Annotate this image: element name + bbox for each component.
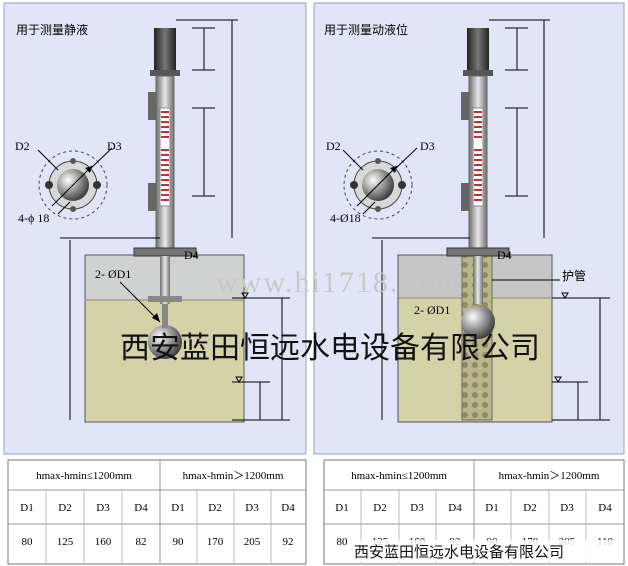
right-table-col-0: D1 (335, 502, 348, 514)
left-table-value-1: 125 (57, 536, 74, 548)
left-table-header-2: hmax-hmin＞1200mm (183, 470, 284, 482)
left-panel: 用于测量静液 D2 D3 4-ϕ 18 (3, 2, 307, 565)
right-d1-label: 2- ØD1 (414, 303, 450, 317)
right-table-col-7: D4 (598, 502, 612, 514)
left-table-value-5: 170 (207, 536, 224, 548)
left-table-value-6: 205 (244, 536, 261, 548)
right-title: 用于测量动液位 (324, 22, 408, 37)
left-d1-leader (119, 281, 161, 323)
left-table-col-3: D4 (134, 502, 148, 514)
watermark-company-footer: 西安蓝田恒远水电设备有限公司 (354, 543, 564, 561)
left-dimensions (60, 19, 290, 421)
left-d1-label: 2- ØD1 (95, 267, 131, 281)
left-table-col-4: D1 (171, 502, 184, 514)
left-table-value-7: 92 (283, 536, 294, 548)
left-d4-label: D4 (184, 248, 199, 262)
left-table-value-4: 90 (173, 536, 185, 548)
left-table-col-6: D3 (245, 502, 259, 514)
left-table-col-1: D2 (58, 502, 71, 514)
right-d4-label: D4 (497, 248, 512, 262)
right-table-col-6: D3 (560, 502, 574, 514)
right-level-marker-low (554, 376, 562, 383)
left-table-col-7: D4 (281, 502, 295, 514)
left-level-marker-high (241, 292, 249, 299)
right-table-col-4: D1 (485, 502, 498, 514)
right-d2-label: D2 (326, 139, 341, 153)
left-table-header-1: hmax-hmin≤1200mm (36, 470, 132, 482)
right-d3-label: D3 (420, 139, 435, 153)
right-flange-detail (342, 147, 418, 220)
watermark-company: 西安蓝田恒远水电设备有限公司 (120, 331, 540, 366)
right-guard-label: 护管 (562, 268, 586, 283)
left-d3-label: D3 (107, 139, 122, 153)
left-table-col-2: D3 (96, 502, 110, 514)
right-dimensions (372, 19, 610, 421)
watermark-site: www.hi1718.com (216, 266, 457, 299)
right-holes-label: 4-Ø18 (330, 211, 361, 225)
right-table-col-2: D3 (410, 502, 424, 514)
left-table-value-3: 82 (136, 536, 147, 548)
left-table-value-0: 80 (22, 536, 34, 548)
right-table-header-2: hmax-hmin＞1200mm (499, 470, 600, 482)
left-d2-label: D2 (15, 139, 30, 153)
right-table-col-3: D4 (448, 502, 462, 514)
right-level-gauge (446, 28, 510, 339)
right-table-col-1: D2 (373, 502, 386, 514)
left-title: 用于测量静液 (16, 22, 88, 37)
left-d1-arrow (152, 313, 160, 322)
right-table-col-5: D2 (523, 502, 536, 514)
left-table-col-5: D2 (208, 502, 221, 514)
left-level-marker-low (235, 376, 243, 383)
watermark-footer-bg (350, 540, 622, 562)
right-table-header-1: hmax-hmin≤1200mm (351, 470, 447, 482)
left-flange-detail (37, 147, 113, 220)
right-panel: 用于测量动液位 D2 D3 4-Ø18 (313, 2, 625, 565)
left-table-value-2: 160 (95, 536, 112, 548)
right-level-marker-high (561, 292, 569, 299)
left-holes-label: 4-ϕ 18 (18, 211, 49, 225)
left-spec-table (7, 459, 307, 565)
left-table-col-0: D1 (20, 502, 33, 514)
right-table-value-0: 80 (337, 536, 349, 548)
left-level-gauge (133, 28, 197, 359)
